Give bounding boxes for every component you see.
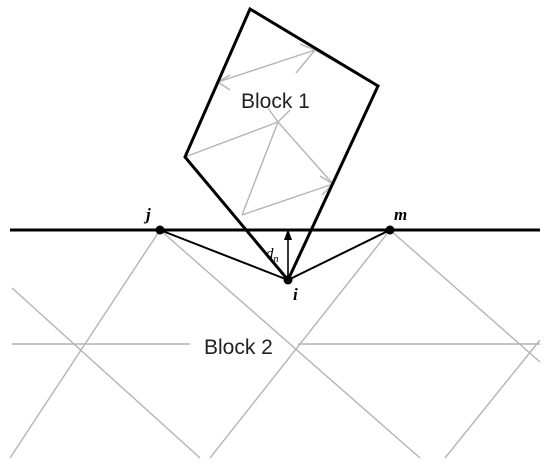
label-i: i — [293, 285, 298, 304]
distance-symbol: d — [266, 246, 274, 262]
block-1-outline — [183, 6, 380, 283]
label-m: m — [394, 205, 407, 224]
label-j: j — [143, 205, 151, 224]
block-2-label: Block 2 — [204, 336, 273, 359]
node-i — [283, 275, 293, 285]
block-2-mesh — [9, 229, 541, 459]
normal-distance-arrow — [284, 229, 292, 276]
contact-triangle — [159, 229, 391, 281]
node-j — [155, 225, 165, 235]
node-m — [385, 225, 395, 235]
block-1-label: Block 1 — [241, 90, 310, 113]
label-normal-distance: dn — [266, 246, 279, 265]
distance-subscript: n — [274, 254, 279, 265]
